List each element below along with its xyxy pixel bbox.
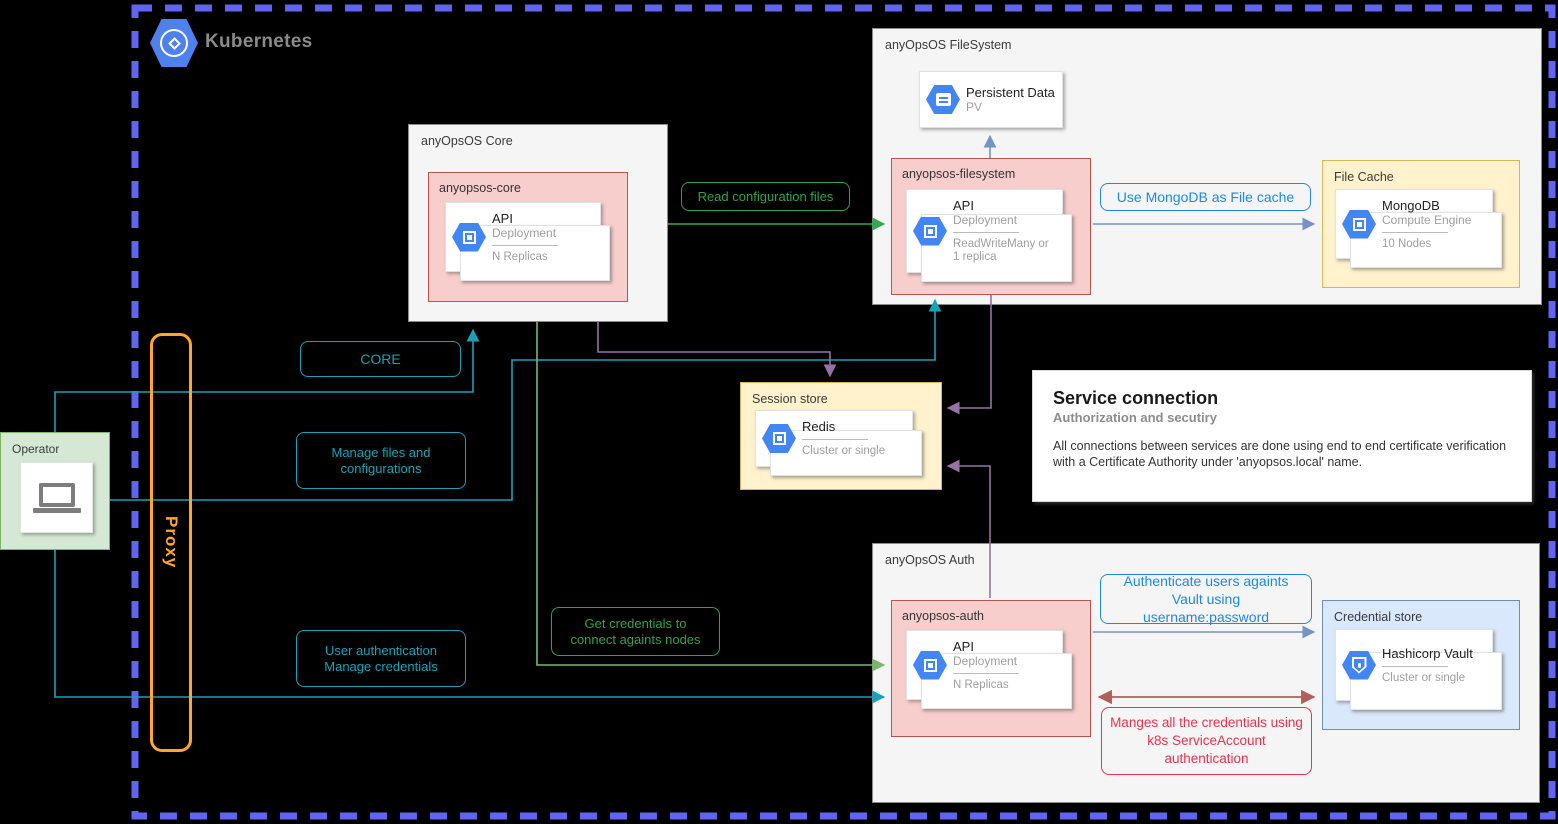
card-detail: Cluster or single: [1382, 671, 1466, 684]
laptop-icon: [32, 482, 81, 513]
card-subtitle: Deployment: [492, 225, 557, 240]
note-subtitle: Authorization and secutiry: [1053, 410, 1217, 425]
note-title: Service connection: [1053, 388, 1219, 408]
card-divider: [492, 244, 558, 246]
gcp-compute-icon: [907, 650, 953, 680]
card-subtitle: Deployment: [953, 213, 1018, 227]
filesystem-pod-label: anyopsos-filesystem: [902, 167, 1016, 181]
card-title: API: [492, 210, 513, 226]
core-container-label: anyOpsOS Core: [421, 134, 513, 148]
card-title: API: [953, 638, 974, 654]
auth-api-card: API Deployment N Replicas: [906, 630, 1073, 709]
gcp-compute-icon: [1336, 209, 1382, 239]
file-cache-label: File Cache: [1334, 170, 1394, 184]
vault-card: Hashicorp Vault Cluster or single: [1335, 629, 1502, 710]
kubernetes-logo-icon: [150, 19, 198, 67]
gcp-compute-icon: [907, 216, 953, 246]
filesystem-api-card: API Deployment ReadWriteMany or 1 replic…: [906, 189, 1073, 282]
card-detail: ReadWriteMany or 1 replica: [953, 238, 1049, 263]
gcp-disk-icon: [920, 85, 966, 114]
card-subtitle: Deployment: [953, 653, 1018, 668]
operator-card: [20, 462, 93, 533]
card-divider: [1382, 231, 1448, 233]
card-title: Persistent Data: [966, 85, 1055, 100]
operator-label: Operator: [12, 442, 60, 456]
core-api-card: API Deployment N Replicas: [445, 202, 610, 281]
card-divider: [953, 672, 1019, 674]
service-connection-note: Service connection Authorization and sec…: [1032, 370, 1532, 502]
note-body: All connections between services are don…: [1053, 439, 1507, 469]
filesystem-container-label: anyOpsOS FileSystem: [885, 38, 1012, 52]
card-divider: [1382, 665, 1448, 667]
credential-store-label: Credential store: [1334, 610, 1423, 624]
card-subtitle: Compute Engine: [1382, 212, 1472, 227]
card-divider: [802, 439, 868, 440]
card-detail: N Replicas: [492, 250, 548, 263]
card-detail: Cluster or single: [802, 445, 886, 457]
card-divider: [953, 232, 1019, 233]
vault-shield-icon: [1336, 650, 1382, 680]
mongodb-card: MongoDB Compute Engine 10 Nodes: [1335, 189, 1502, 268]
card-title: API: [953, 198, 974, 213]
card-detail: N Replicas: [953, 678, 1009, 691]
gcp-compute-icon: [446, 222, 492, 252]
card-title: Redis: [802, 419, 836, 434]
card-detail: 10 Nodes: [1382, 237, 1432, 250]
core-pod-label: anyopsos-core: [439, 181, 521, 195]
session-store-label: Session store: [752, 392, 828, 406]
gcp-compute-icon: [756, 424, 802, 453]
cluster-title: Kubernetes: [205, 31, 313, 52]
auth-pod-label: anyopsos-auth: [902, 609, 985, 623]
redis-card: Redis Cluster or single: [755, 410, 922, 476]
persistent-data-card: Persistent Data PV: [919, 71, 1063, 128]
auth-container-label: anyOpsOS Auth: [885, 553, 975, 567]
card-title: MongoDB: [1382, 197, 1440, 213]
card-title: Hashicorp Vault: [1382, 645, 1473, 661]
card-subtitle: PV: [966, 100, 983, 114]
